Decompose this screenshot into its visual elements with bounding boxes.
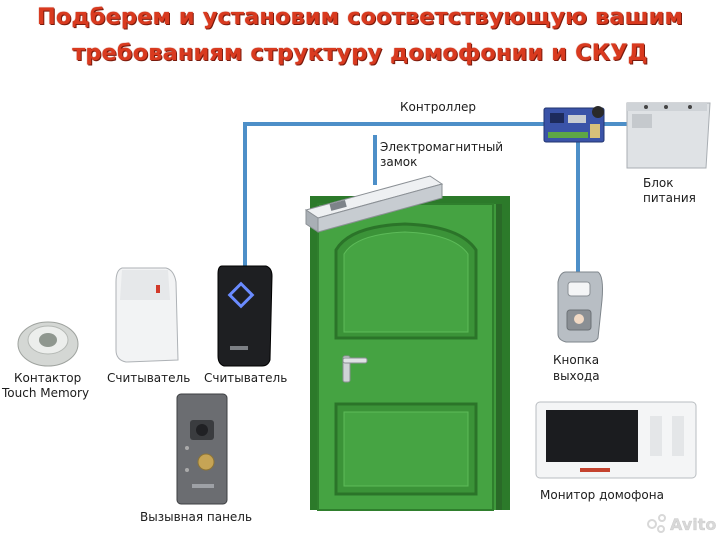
label-exit-button-line-1: Кнопка [553,353,600,367]
call-panel [176,393,228,505]
label-reader-2: Считыватель [204,371,288,385]
label-call-panel: Вызывная панель [140,510,253,524]
label-controller: Контроллер [400,100,476,114]
controller-board [543,106,605,143]
white-card-reader [115,267,179,363]
intercom-monitor [535,401,697,479]
avito-watermark: Avito [647,514,717,534]
label-contactor-line-1: Контактор [14,371,82,385]
door-handle [342,357,368,364]
label-monitor: Монитор домофона [540,488,664,502]
avito-watermark-text: Avito [670,515,716,534]
label-lock-line-2: замок [380,155,418,169]
label-contactor-line-2: Touch Memory [2,386,90,400]
power-supply [626,102,711,169]
exit-button [557,271,603,343]
label-power-line-1: Блок [643,176,674,190]
electromagnetic-lock [304,175,444,233]
label-lock-line-1: Электромагнитный [380,140,504,154]
label-power-line-2: питания [643,191,696,205]
headline-line-1: Подберем и установим соответствующую ваш… [37,4,683,30]
headline-line-2: требованиям структуру домофонии и СКУД [72,40,648,66]
wiring [243,122,627,272]
label-reader-1: Считыватель [107,371,191,385]
label-exit-button-line-2: выхода [553,369,600,383]
touch-memory-contactor [17,321,79,367]
door [310,196,510,511]
wire-reader-to-controller [243,122,545,268]
black-card-reader [217,265,273,367]
